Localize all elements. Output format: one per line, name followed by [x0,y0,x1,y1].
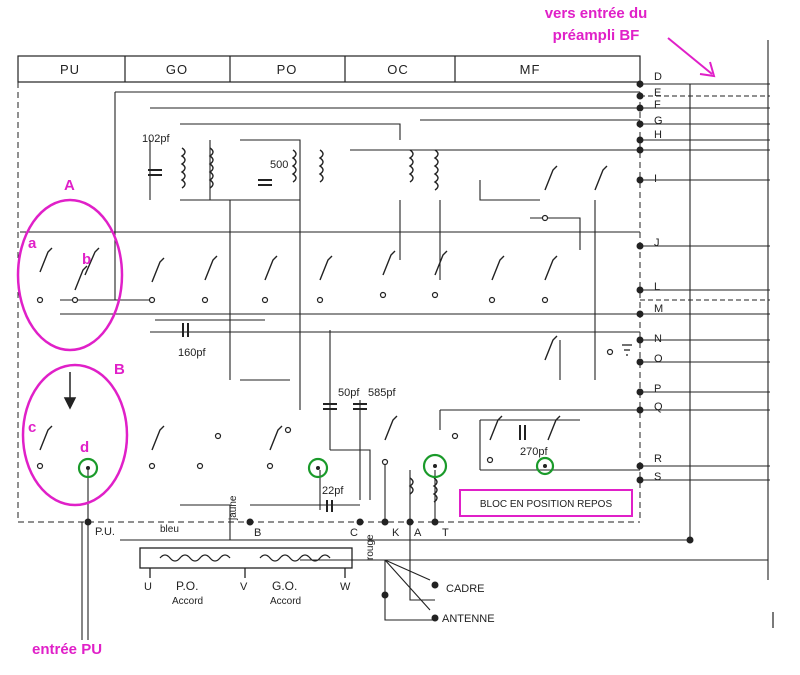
bus-lines [120,40,770,580]
highlight-mf-point [535,456,555,476]
section-mf: MF [520,62,541,77]
highlight-circles [77,453,555,479]
terminal-o: O [654,353,663,365]
section-po: PO [277,62,298,77]
status-box [459,489,633,517]
capacitors [148,169,526,512]
note-preampli-line1: vers entrée du [545,5,648,22]
coils [180,147,439,503]
coil-po-2 [318,149,324,183]
note-entree-pu: entrée PU [32,641,102,658]
cap-label-22pf: 22pf [322,485,344,497]
group-b-outline [21,363,129,507]
terminal-w: W [340,581,351,593]
terminal-j: J [654,237,660,249]
terminal-h: H [654,129,662,141]
terminal-i: I [654,173,657,185]
arrow-to-preampli-icon [667,37,716,78]
highlight-pu-input [77,457,99,479]
terminal-c: C [350,527,358,539]
highlight-cadre-point [422,453,448,479]
label-pu: P.U. [95,526,115,538]
terminal-labels: D E F G H I J L M N O P Q R S [654,71,663,483]
terminal-f: F [654,99,661,111]
terminal-a: A [414,527,422,539]
terminal-q: Q [654,401,663,413]
switch-terminals [36,214,614,470]
ground-icon [622,344,632,356]
coil-cadre-1 [408,477,414,495]
coil-go-1 [180,147,186,189]
coil-oc-1 [408,149,414,183]
terminal-l: L [654,281,660,293]
cap-label-50pf: 50pf [338,387,360,399]
coil-po-1 [291,149,297,183]
terminal-k: K [392,527,400,539]
label-cadre: CADRE [446,583,485,595]
section-go: GO [166,62,188,77]
label-go-accord: Accord [270,596,301,607]
coil-assembly [139,547,353,578]
wire-bleu: bleu [160,524,179,535]
terminal-t: T [442,527,449,539]
terminal-d: D [654,71,662,83]
status-box-label: BLOC EN POSITION REPOS [480,499,613,510]
terminal-s: S [654,471,661,483]
cap-label-585pf: 585pf [368,387,396,399]
cap-label-102pf: 102pf [142,133,170,145]
junction-dots [84,518,694,622]
internal-wiring [20,91,640,640]
section-oc: OC [387,62,409,77]
terminal-b: B [254,527,261,539]
terminal-g: G [654,115,663,127]
label-po: P.O. [176,579,198,593]
label-group-b: B [114,361,125,378]
label-sub-b: b [82,251,91,268]
terminal-r: R [654,453,662,465]
terminal-p: P [654,383,661,395]
cap-label-160pf: 160pf [178,347,206,359]
header-strip [17,55,641,83]
switch-contacts [39,165,608,451]
cap-label-270pf: 270pf [520,446,548,458]
coil-go-2 [208,147,214,189]
label-go: G.O. [272,579,297,593]
terminal-u: U [144,581,152,593]
label-sub-a: a [28,235,37,252]
label-group-a: A [64,177,75,194]
cap-label-500: 500 [270,159,288,171]
arrow-down-icon [63,372,77,410]
label-po-accord: Accord [172,596,203,607]
wire-rouge: rouge [365,534,376,560]
coil-oc-2 [433,149,439,191]
group-a-outline [16,198,124,352]
terminal-m: M [654,303,663,315]
terminal-v: V [240,581,248,593]
highlight-go-point [307,457,329,479]
section-pu: PU [60,62,80,77]
note-preampli-line2: préampli BF [553,27,640,44]
label-sub-c: c [28,419,36,436]
label-sub-d: d [80,439,89,456]
terminal-e: E [654,87,661,99]
terminal-n: N [654,333,662,345]
coil-cadre-2 [432,477,438,503]
wire-jaune: jaune [228,495,239,521]
label-antenne: ANTENNE [442,613,495,625]
